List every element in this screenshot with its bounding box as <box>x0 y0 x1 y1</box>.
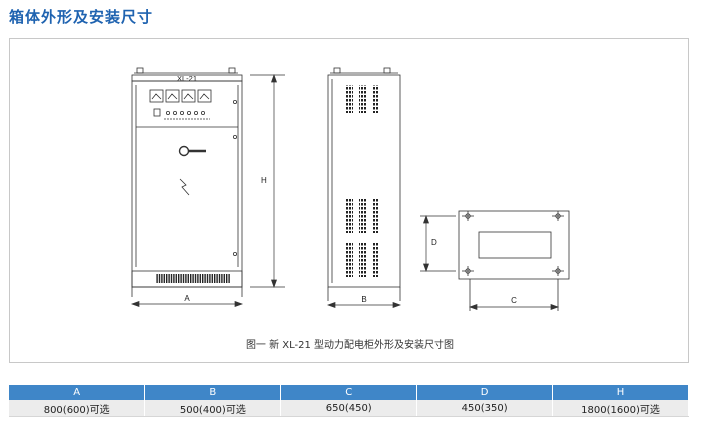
table-header-A: A <box>9 385 146 400</box>
table-header-C: C <box>280 385 418 400</box>
dim-label-A: A <box>184 294 190 303</box>
dimension-table: A B C D H 800(600)可选 500(400)可选 650(450)… <box>9 385 689 417</box>
dim-side <box>326 302 402 308</box>
front-view <box>131 67 243 297</box>
table-cell-H: 1800(1600)可选 <box>552 400 689 417</box>
page-title: 箱体外形及安装尺寸 <box>9 8 154 26</box>
table-header-H: H <box>552 385 689 400</box>
dim-label-B: B <box>361 295 366 304</box>
dim-label-D: D <box>431 238 437 247</box>
drawing-frame: XL-21 H A <box>9 38 689 363</box>
table-header-row: A B C D H <box>9 385 689 400</box>
mounting-view <box>458 210 570 311</box>
figure-caption: 图一 新 XL-21 型动力配电柜外形及安装尺寸图 <box>245 340 455 351</box>
dim-front <box>130 73 285 307</box>
table-row: 800(600)可选 500(400)可选 650(450) 450(350) … <box>9 400 689 417</box>
dim-label-C: C <box>511 296 517 305</box>
dim-label-H: H <box>261 176 267 185</box>
table-header-D: D <box>416 385 554 400</box>
side-view <box>327 67 401 301</box>
table-cell-B: 500(400)可选 <box>144 400 282 417</box>
table-cell-D: 450(350) <box>416 400 554 417</box>
table-header-B: B <box>144 385 282 400</box>
table-cell-C: 650(450) <box>280 400 418 417</box>
front-model-label: XL-21 <box>177 74 197 83</box>
cabinet-drawing: XL-21 H A <box>130 67 570 311</box>
table-cell-A: 800(600)可选 <box>9 400 146 417</box>
dim-mounting <box>420 214 560 310</box>
